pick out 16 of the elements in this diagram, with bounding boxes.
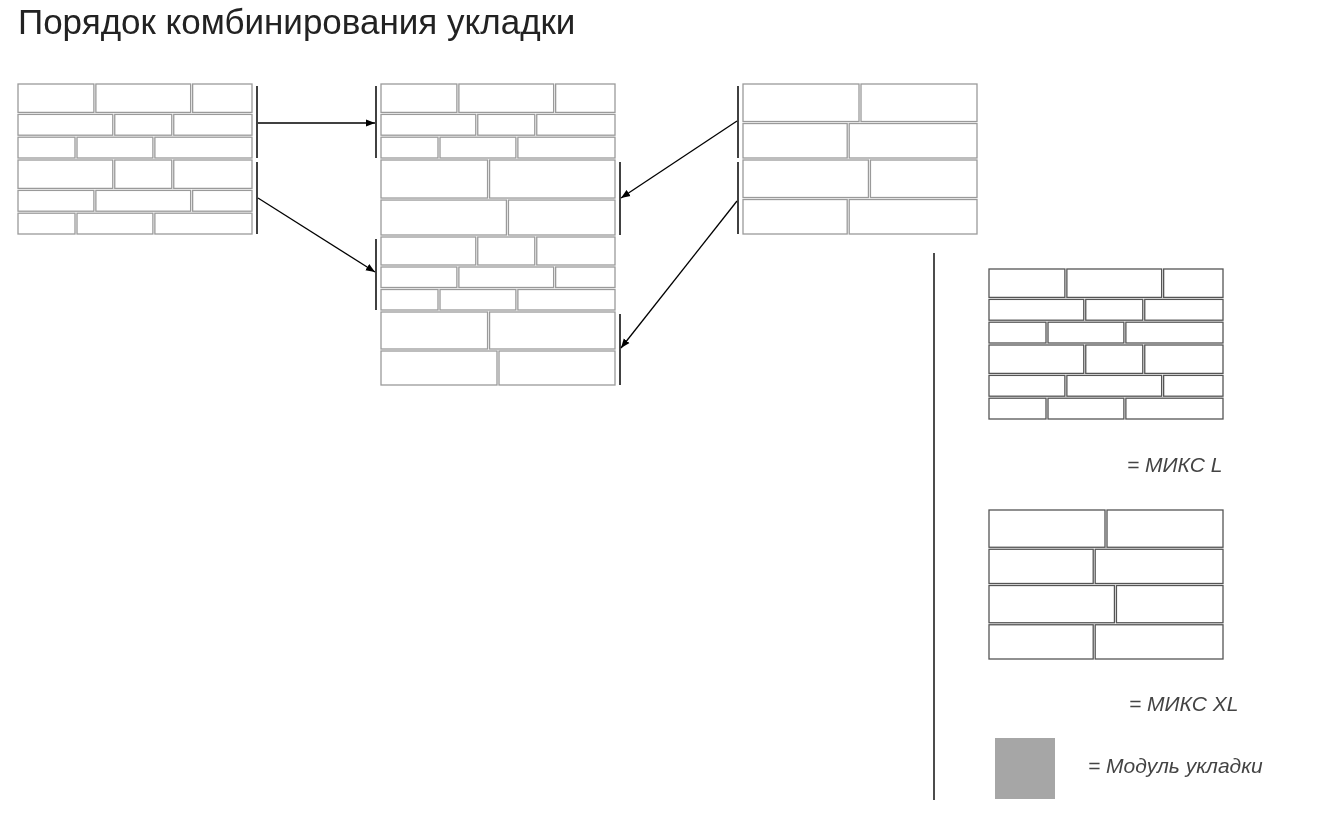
legend-label: = Модуль укладки (1088, 754, 1263, 778)
arrow (257, 197, 376, 273)
brick-module-drawing (380, 311, 621, 386)
legend-label: = МИКС L (1127, 453, 1223, 477)
title: Порядок комбинирования укладки (18, 2, 576, 42)
arrow (620, 120, 738, 199)
brick-module-drawing (737, 83, 978, 159)
legend-label: = МИКС XL (1129, 692, 1239, 716)
brick-module-drawing (17, 159, 258, 235)
brick-module-drawing (380, 159, 621, 236)
arrow (257, 119, 376, 127)
brick-module-drawing (375, 83, 616, 159)
arrow (620, 200, 738, 349)
brick-module-drawing (375, 236, 616, 311)
brick-module-drawing (737, 159, 978, 235)
brick-module-drawing (17, 83, 258, 159)
